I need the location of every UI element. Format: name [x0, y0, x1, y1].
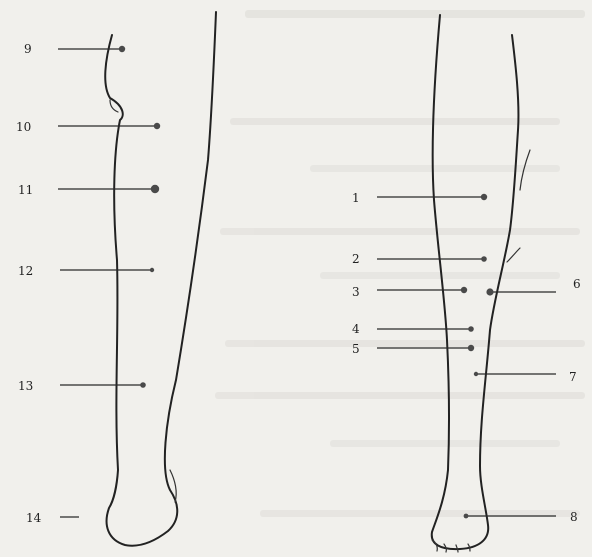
acupoint-9-dot [119, 46, 125, 52]
bleed-through-text [215, 10, 585, 517]
label-14: 14 [26, 511, 42, 525]
acupoint-12-dot [150, 268, 154, 272]
label-7: 7 [569, 370, 577, 384]
acupoint-6-dot [486, 288, 493, 295]
acupoint-10-dot [154, 123, 160, 129]
label-10: 10 [16, 120, 31, 134]
acupoint-5-dot [468, 345, 474, 351]
label-6: 6 [573, 277, 581, 291]
label-8: 8 [570, 510, 578, 524]
acupoint-3-dot [461, 287, 467, 293]
label-12: 12 [18, 264, 33, 278]
acupoint-8-dot [464, 514, 469, 519]
acupoint-4-dot [468, 326, 474, 332]
right-leg-outline [432, 15, 530, 552]
acupoint-dots [119, 46, 494, 519]
acupoint-13-dot [140, 382, 146, 388]
point-labels: 9 10 11 12 13 14 1 2 3 4 5 6 7 8 [16, 42, 581, 525]
label-13: 13 [18, 379, 33, 393]
acupoint-2-dot [481, 256, 487, 262]
label-5: 5 [352, 342, 360, 356]
label-11: 11 [18, 183, 33, 197]
acupoint-11-dot [151, 185, 159, 193]
acupoint-7-dot [474, 372, 478, 376]
label-4: 4 [352, 322, 360, 336]
label-3: 3 [352, 285, 360, 299]
label-9: 9 [24, 42, 32, 56]
acupoint-1-dot [481, 194, 487, 200]
left-leg-outline [105, 12, 216, 546]
label-2: 2 [352, 252, 360, 266]
label-1: 1 [352, 191, 360, 205]
